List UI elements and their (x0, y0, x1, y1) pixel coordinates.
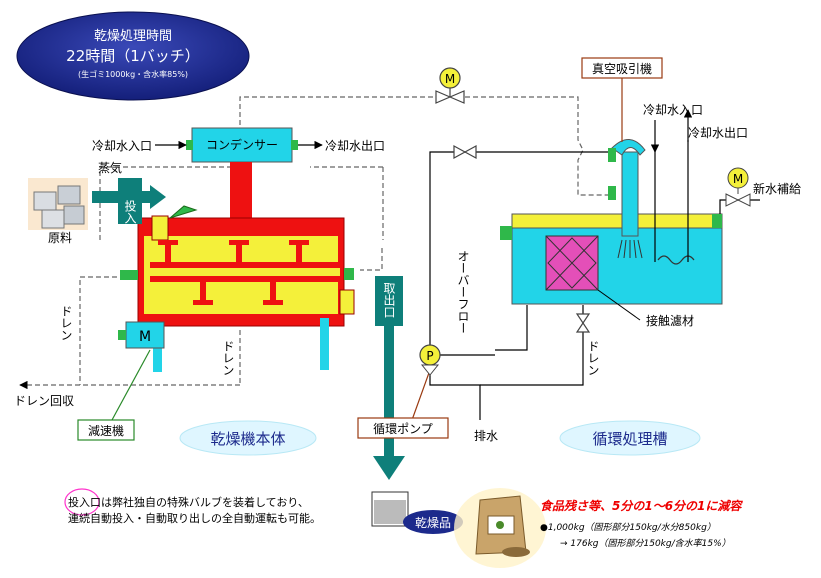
cooling-out-left: 冷却水出口 (325, 139, 385, 153)
dryer-body-label: 乾燥機本体 (210, 430, 285, 448)
drain-center-label: ドレン (221, 340, 235, 376)
header-line2: 22時間（1バッチ） (66, 47, 200, 65)
circ-pump-box (357, 417, 449, 439)
condenser: コンデンサー (186, 127, 298, 163)
raw-material-icon (28, 178, 88, 230)
dried-product-label: 乾燥品 (415, 516, 451, 530)
cooling-in-left: 冷却水入口 (92, 139, 152, 153)
drain-right-label: ドレン (586, 340, 600, 376)
dryer-body: M (118, 162, 355, 372)
result-line2: → 176kg（固形部分150kg/含水率15%） (560, 538, 731, 549)
header-badge: 乾燥処理時間 22時間（1バッチ） (生ゴミ1000kg・含水率85%) (16, 11, 250, 101)
new-water-label: 新水補給 (753, 181, 801, 196)
result-sack (454, 488, 546, 568)
note-line2: 連続自動投入・自動取り出しの全自動運転も可能。 (68, 511, 321, 525)
motor-m-top: M (445, 72, 455, 86)
circ-pump-label: 循環ポンプ (373, 422, 433, 436)
result-title: 食品残さ等、5分の1～6分の1に減容 (540, 499, 743, 513)
circulation-tank (500, 139, 723, 305)
reducer-box (77, 419, 135, 441)
cooling-in-right: 冷却水入口 (643, 103, 703, 117)
circ-tank-label: 循環処理槽 (592, 430, 667, 448)
contact-media-label: 接触濾材 (646, 313, 694, 328)
drain-return-label: ドレン回収 (14, 394, 74, 408)
cooling-out-right: 冷却水出口 (688, 126, 748, 140)
reducer-label: 減速機 (88, 423, 124, 438)
discharge-label: 排水 (474, 429, 498, 443)
new-water-valve: M (719, 167, 760, 214)
steam-label: 蒸気 (98, 160, 122, 175)
note-highlight (64, 488, 100, 516)
dryer-body-caption: 乾燥機本体 (179, 420, 317, 456)
note-line1: 投入口は弊社独自の特殊バルブを装着しており、 (68, 495, 309, 509)
circ-tank-caption: 循環処理槽 (559, 420, 701, 456)
header-line3: (生ゴミ1000kg・含水率85%) (78, 69, 188, 79)
pump-p: P (426, 349, 433, 363)
header-line1: 乾燥処理時間 (94, 29, 172, 44)
motor-m-dryer: M (139, 329, 151, 345)
vacuum-label: 真空吸引機 (592, 61, 652, 76)
dried-product-bin: 乾燥品 (371, 491, 463, 534)
outlet-label: 取出口 (382, 282, 396, 318)
result-line1: ●1,000kg（固形部分150kg/水分850kg） (540, 522, 716, 533)
outlet-arrow (373, 276, 405, 480)
inlet-label: 投入口 (123, 199, 137, 236)
condenser-label: コンデンサー (206, 137, 278, 152)
vacuum-dashed-lines (19, 96, 612, 390)
motor-m-right: M (733, 172, 743, 186)
raw-material-label: 原料 (48, 231, 72, 245)
inlet-arrow (92, 178, 166, 224)
vacuum-motor-valve: M (435, 67, 465, 104)
drain-left-label: ドレン (59, 305, 73, 341)
overflow-label: オーバーフロー (456, 250, 470, 334)
